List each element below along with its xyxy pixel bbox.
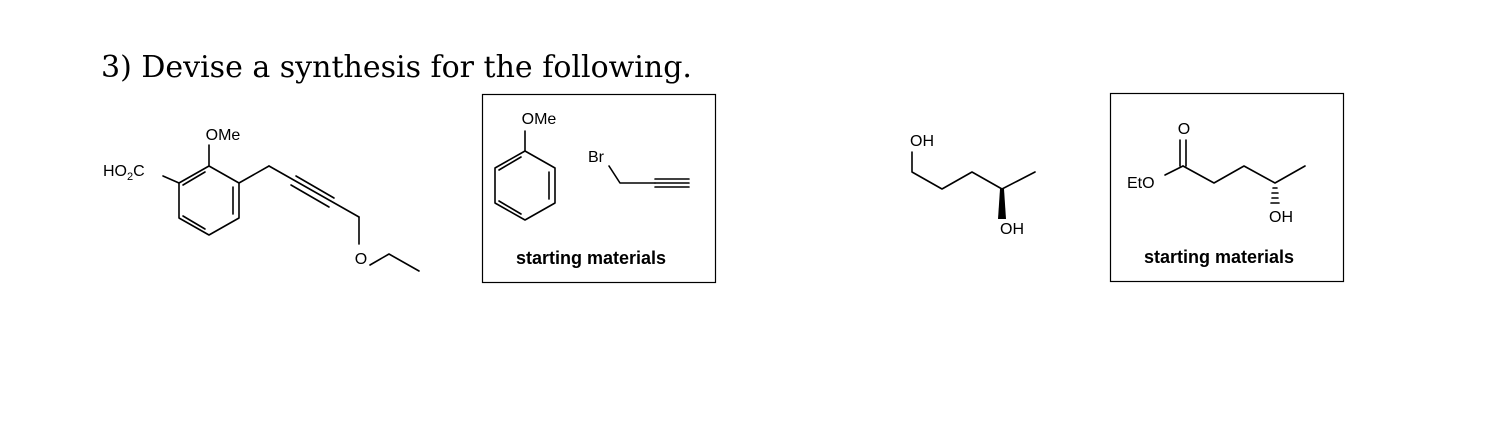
target-molecule-2: OH OH [910, 133, 1036, 238]
bromide-label: Br [588, 149, 605, 166]
benzene-ring [178, 165, 240, 236]
box-frame-1 [481, 93, 717, 284]
methoxy-label: OMe [206, 127, 241, 144]
ether-oxygen-label: O [355, 251, 367, 268]
top-hydroxyl-label: OH [910, 133, 934, 150]
bottom-hydroxyl-label: OH [1000, 221, 1024, 238]
bromide-bond [608, 165, 656, 184]
ethoxy-label: EtO [1127, 175, 1155, 192]
carbon-chain [911, 151, 1036, 190]
anisole-molecule: OMe [494, 111, 557, 221]
hydroxy-ester-molecule: O EtO OH [1127, 121, 1306, 226]
propargyl-bond [238, 165, 270, 184]
starting-materials-box-1: OMe Br starting materials [481, 93, 717, 284]
ester-chain [1182, 165, 1306, 184]
carbonyl-oxygen-label: O [1178, 121, 1190, 138]
alkyne-triple-bond [268, 165, 360, 218]
carboxylic-acid-label: HO2C [103, 163, 145, 183]
hashed-wedge-bond [1270, 187, 1280, 204]
carboxyl-bond [162, 175, 180, 184]
starting-materials-caption-2: starting materials [1144, 247, 1294, 267]
anisole-methoxy-label: OMe [522, 111, 557, 128]
target-molecule-1: OMe HO2C O [103, 127, 420, 272]
wedge-bond [998, 189, 1006, 219]
starting-materials-box-2: O EtO OH starting materials [1109, 92, 1345, 283]
propargyl-bromide-molecule: Br [588, 149, 690, 188]
starting-materials-caption-1: starting materials [516, 248, 666, 268]
ester-hydroxyl-label: OH [1269, 209, 1293, 226]
ethyl-chain [369, 253, 420, 272]
question-title: 3) Devise a synthesis for the following. [101, 50, 692, 85]
box-frame-2 [1109, 92, 1345, 283]
